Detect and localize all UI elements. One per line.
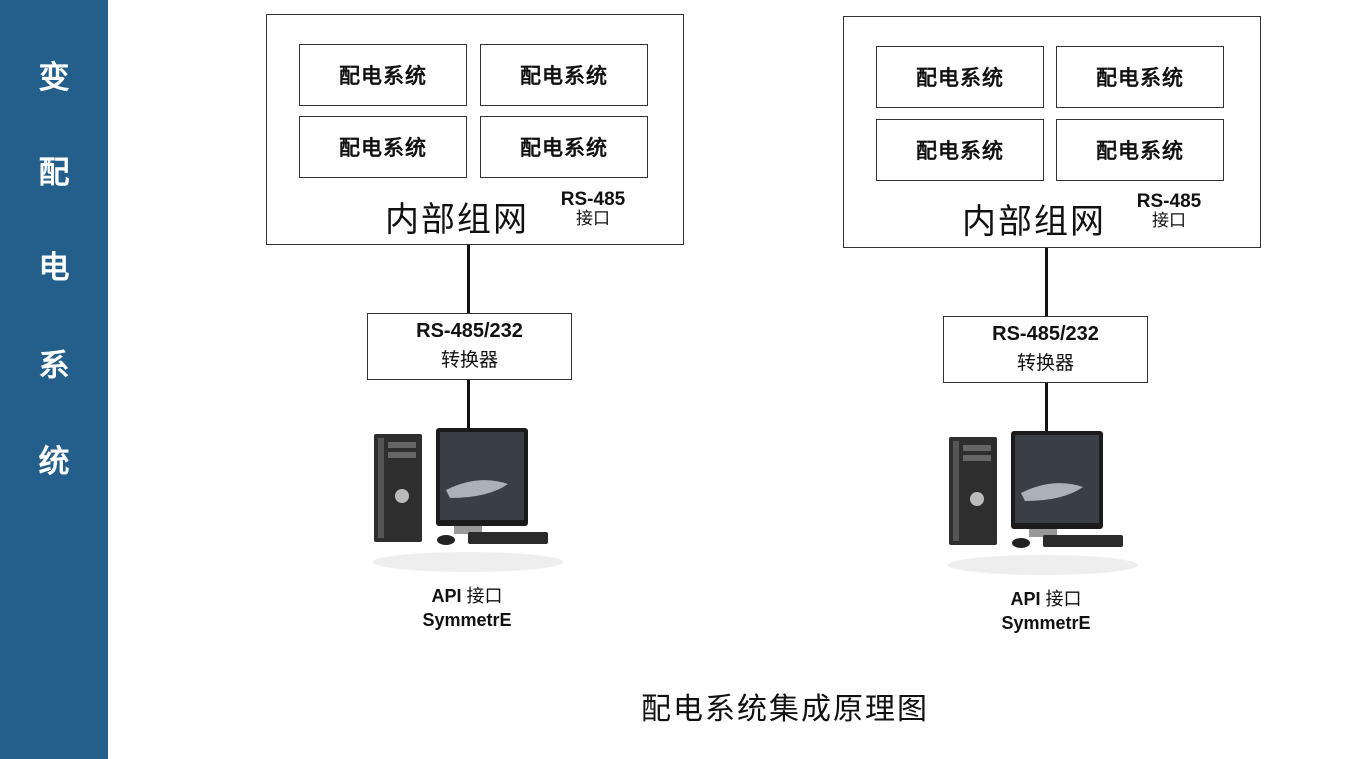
connector-line [1045,248,1048,316]
sidebar-char: 统 [38,444,70,480]
interface-label: RS-485 接口 [551,190,635,228]
converter-en: RS-485/232 [992,323,1099,345]
interface-zh: 接口 [576,209,610,229]
api-zh: 接口 [1045,589,1082,610]
distribution-system-cell: 配电系统 [480,116,648,178]
connector-line [1045,383,1048,431]
api-prefix: API [431,586,462,606]
desktop-computer-icon [373,428,563,572]
sidebar: 变 配 电 系 统 [0,0,108,759]
converter-box: RS-485/232 转换器 [943,316,1148,383]
converter-box: RS-485/232 转换器 [367,313,572,380]
interface-en: RS-485 [560,189,626,210]
converter-zh: 转换器 [440,349,498,371]
network-box [843,16,1261,248]
distribution-system-cell: 配电系统 [876,119,1044,181]
network-box [266,14,684,245]
api-name: SymmetrE [422,610,512,630]
api-zh: 接口 [466,586,503,607]
interface-zh: 接口 [1152,211,1186,231]
api-label: API 接口 SymmetrE [367,582,567,631]
interface-label: RS-485 接口 [1127,192,1211,230]
sidebar-char: 配 [38,155,70,191]
distribution-system-cell: 配电系统 [299,44,467,106]
api-label: API 接口 SymmetrE [946,585,1146,634]
diagram-caption: 配电系统集成原理图 [641,692,929,727]
connector-line [467,245,470,313]
api-prefix: API [1010,589,1041,609]
sidebar-char: 电 [38,250,70,286]
distribution-system-cell: 配电系统 [1056,119,1224,181]
converter-zh: 转换器 [1016,352,1074,374]
distribution-system-cell: 配电系统 [299,116,467,178]
api-name: SymmetrE [1001,613,1091,633]
interface-en: RS-485 [1136,191,1202,212]
sidebar-char: 系 [38,348,70,384]
sidebar-char: 变 [38,60,70,96]
desktop-computer-icon [948,431,1138,575]
distribution-system-cell: 配电系统 [876,46,1044,108]
connector-line [467,380,470,428]
distribution-system-cell: 配电系统 [1056,46,1224,108]
converter-en: RS-485/232 [416,320,523,342]
distribution-system-cell: 配电系统 [480,44,648,106]
network-label: 内部组网 [962,202,1106,242]
network-label: 内部组网 [385,200,529,240]
